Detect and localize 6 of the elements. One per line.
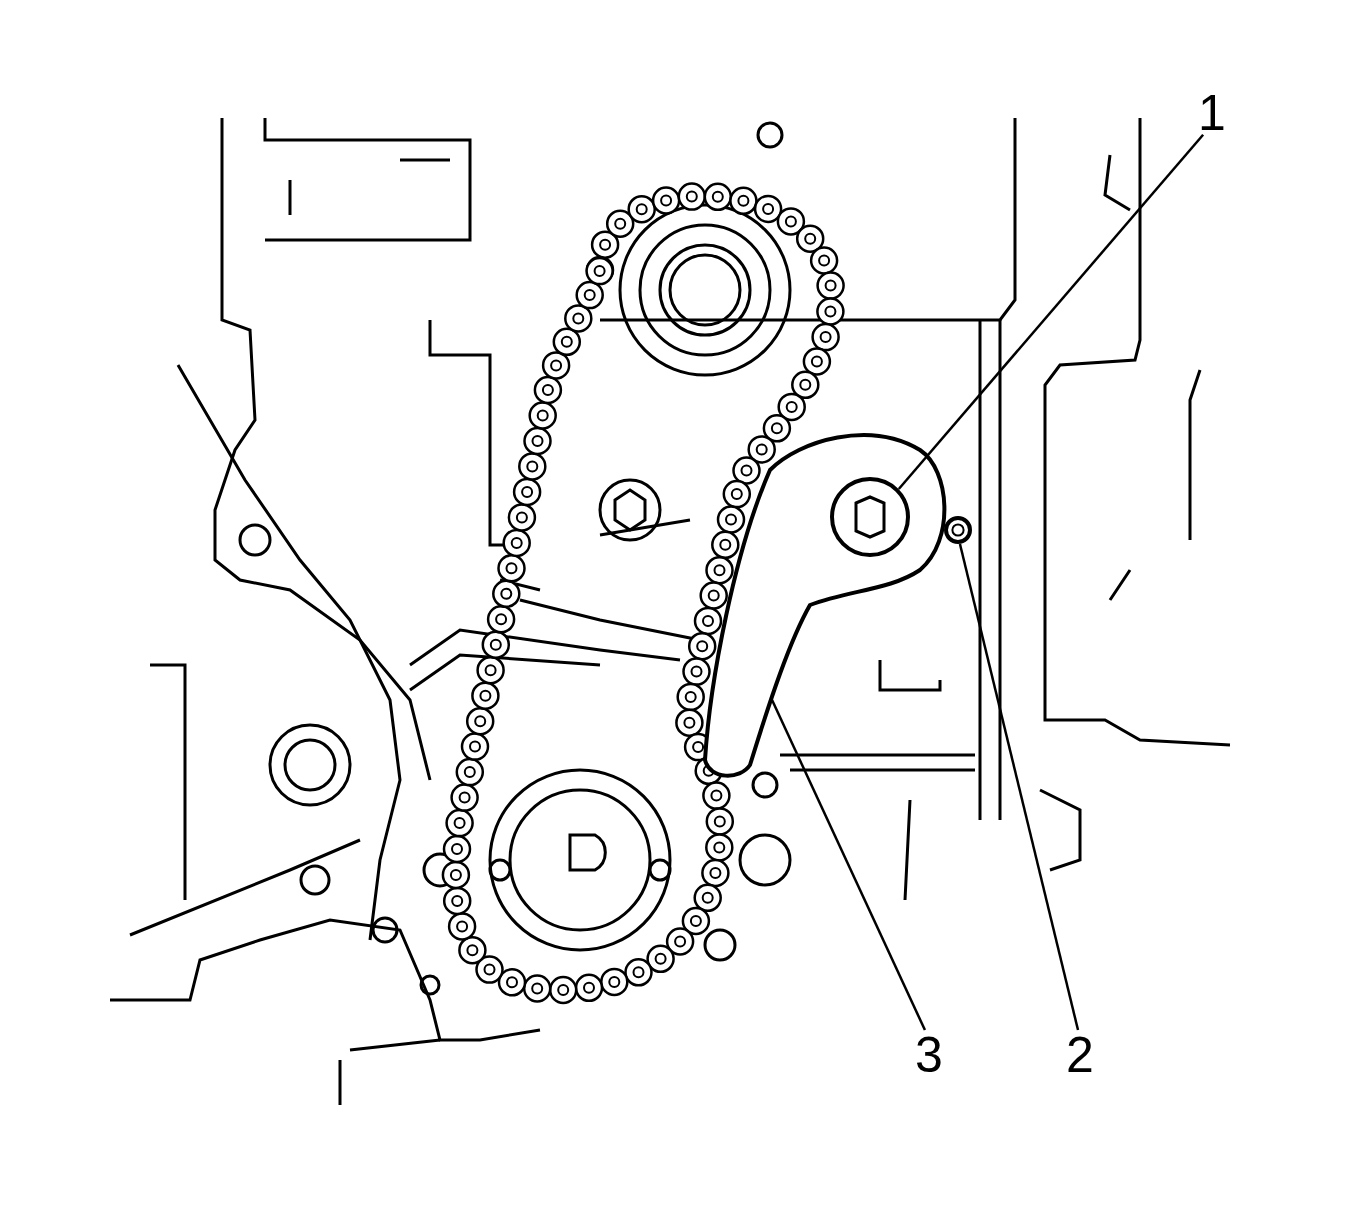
callout-number: 3 (915, 1030, 947, 1082)
leader-line (897, 134, 1205, 490)
callout-number: 1 (1198, 88, 1230, 140)
leader-line (958, 543, 1080, 1031)
leader-line (770, 699, 927, 1031)
callout-number: 2 (1066, 1030, 1098, 1082)
